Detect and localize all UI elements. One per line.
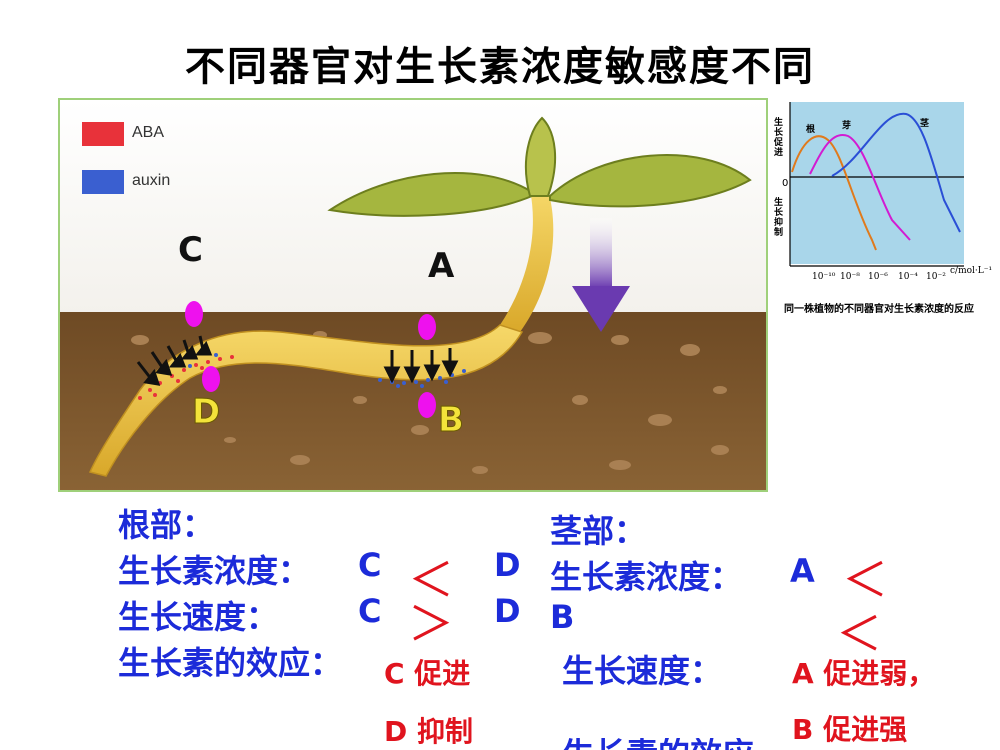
stem-speed-label: 生长速度： (562, 652, 723, 690)
left-leaf (327, 171, 533, 217)
tick-1e-4: 10⁻⁴ (898, 272, 918, 282)
auxin-response-graph: 生长促进 生长抑制 0 根 芽 茎 10⁻¹⁰ 10⁻⁸ 10⁻⁶ 10⁻⁴ 1… (772, 100, 992, 310)
y-lower-label: 生长抑制 (774, 198, 784, 238)
root-conc-left: C (358, 546, 382, 584)
stem-heading: 茎部： (550, 512, 647, 550)
graph-background (790, 102, 964, 264)
marker-a (418, 314, 436, 340)
stem-effect-b: B 促进强 (792, 713, 908, 746)
stem-conc-sign: ＜ (842, 553, 888, 607)
legend-auxin-swatch (82, 170, 124, 194)
soil-pebbles (131, 331, 729, 474)
tick-1e-8: 10⁻⁸ (840, 272, 860, 282)
stem-upper (500, 190, 554, 332)
x-unit-label: c/mol·L⁻¹ (950, 266, 993, 276)
stem-effect-label-clipped: 生长素的效应 (562, 738, 754, 750)
curve-label-root: 根 (806, 125, 816, 135)
legend-aba-swatch (82, 122, 124, 146)
stem-effect-a: A 促进弱， (792, 657, 936, 690)
zero-label: 0 (782, 178, 789, 189)
root-speed-label: 生长速度： (118, 598, 279, 636)
y-upper-label: 生长促进 (774, 118, 784, 158)
curve-label-stem: 茎 (920, 119, 930, 129)
auxin-flow-arrows (136, 335, 459, 386)
legend-auxin-label: auxin (132, 172, 171, 189)
marker-b (418, 392, 436, 418)
stem-conc-right: B (550, 598, 575, 636)
soil (60, 312, 766, 490)
stem-underground (88, 324, 524, 477)
point-label-a: A (428, 246, 455, 286)
response-curves (789, 102, 964, 267)
curve-stem (831, 112, 961, 233)
curve-bud (809, 133, 911, 241)
stem-conc-left: A (790, 552, 815, 590)
marker-c (185, 301, 203, 327)
root-conc-sign: ＜ (408, 553, 454, 607)
page-title: 不同器官对生长素浓度敏感度不同 (185, 44, 815, 90)
point-label-d: D (191, 392, 221, 433)
root-speed-sign: ＞ (408, 597, 454, 651)
legend-aba-label: ABA (132, 124, 165, 141)
root-effect-label: 生长素的效应： (118, 644, 343, 682)
root-speed-right: D (494, 592, 521, 630)
root-effect-c: C 促进 (384, 657, 471, 690)
right-leaf (549, 154, 752, 208)
root-effect-d: D 抑制 (384, 715, 473, 748)
point-label-c: C (178, 230, 203, 270)
tick-1e-6: 10⁻⁶ (868, 272, 888, 282)
root-conc-right: D (494, 546, 521, 584)
seedling-illustration (60, 100, 766, 490)
root-speed-left: C (358, 592, 382, 630)
tick-1e-2: 10⁻² (926, 272, 946, 282)
seedling-figure (58, 98, 768, 492)
gravity-arrow (572, 218, 630, 332)
root-conc-label: 生长素浓度： (118, 552, 311, 590)
stem-conc-label: 生长素浓度： (550, 558, 743, 596)
point-label-b: B (438, 400, 465, 441)
curve-label-bud: 芽 (842, 121, 852, 131)
root-heading: 根部： (118, 506, 215, 544)
tick-1e-10: 10⁻¹⁰ (812, 272, 836, 282)
stem-speed-sign: ＜ (836, 607, 882, 661)
graph-caption: 同一株植物的不同器官对生长素浓度的反应 (784, 304, 974, 315)
marker-d (202, 366, 220, 392)
bud (524, 116, 557, 197)
